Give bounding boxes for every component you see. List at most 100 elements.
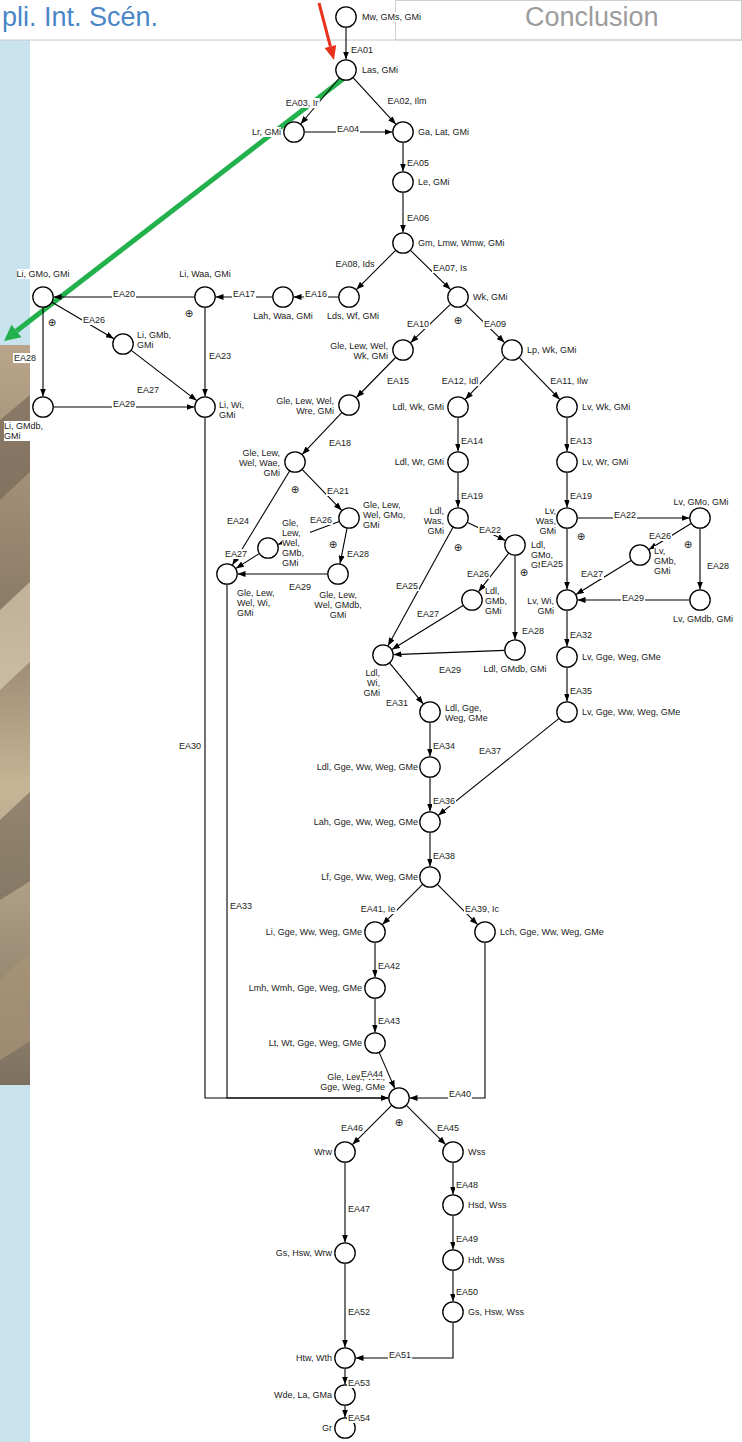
transition-arrow bbox=[356, 250, 395, 289]
transition-label: EA50 bbox=[455, 1287, 479, 1297]
state-label: Lah, Gge, Ww, Weg, GMe bbox=[314, 817, 418, 827]
transition-label: EA29 bbox=[112, 399, 136, 409]
photo-rock bbox=[0, 395, 32, 500]
state-circle bbox=[194, 286, 216, 308]
state-node: Lv, Gge, Ww, Weg, GMe bbox=[556, 701, 578, 723]
circle-outline bbox=[195, 287, 215, 307]
state-label: Lds, Wf, GMi bbox=[327, 311, 379, 321]
state-node: Gle, Lew, Wel, Wi, GMi bbox=[216, 563, 238, 585]
transition-label: EA29 bbox=[621, 593, 645, 603]
transition-arrow bbox=[429, 833, 430, 867]
circle-outline bbox=[443, 1250, 463, 1270]
state-node: Lds, Wf, GMi bbox=[338, 286, 360, 308]
state-circle bbox=[388, 1087, 410, 1109]
merge-symbol: ⊕ bbox=[520, 567, 528, 579]
transition-label: EA30 bbox=[178, 741, 202, 751]
merge-symbol: ⊕ bbox=[185, 308, 193, 320]
state-label: Lch, Gge, Ww, Weg, GMe bbox=[500, 927, 604, 937]
transition-label: EA27 bbox=[224, 549, 248, 559]
transition-arrow bbox=[429, 778, 430, 812]
circle-outline bbox=[284, 122, 304, 142]
circle-outline bbox=[393, 122, 413, 142]
state-node: Hsd, Wss bbox=[442, 1194, 464, 1216]
transition-label: EA23 bbox=[208, 351, 232, 361]
transition-arrow bbox=[410, 943, 486, 1099]
transition-label: EA34 bbox=[432, 741, 456, 751]
state-circle bbox=[327, 563, 349, 585]
transition-label: EA17 bbox=[232, 289, 256, 299]
state-circle bbox=[442, 1141, 464, 1163]
circle-outline bbox=[365, 922, 385, 942]
state-circle bbox=[442, 1194, 464, 1216]
circle-outline bbox=[339, 508, 359, 528]
transition-label: EA32 bbox=[569, 630, 593, 640]
transition-label: EA28 bbox=[706, 561, 730, 571]
state-node: Ldl, Wi, GMi bbox=[372, 644, 394, 666]
transition-label: EA18 bbox=[328, 438, 352, 448]
transition-label: EA08, Ids bbox=[334, 259, 375, 269]
state-label: Ga, Lat, GMi bbox=[418, 127, 469, 137]
transition-arrow bbox=[205, 418, 389, 1099]
state-label: Lv, Wk, GMi bbox=[582, 402, 630, 412]
state-circle bbox=[419, 866, 441, 888]
state-node: Las, GMi bbox=[335, 59, 357, 81]
photo-rock bbox=[0, 950, 32, 1060]
transition-arrow bbox=[345, 28, 346, 60]
transition-label: EA07, Is bbox=[432, 263, 468, 273]
state-label: Gle, Lew, Wel, Wi, GMi bbox=[237, 588, 283, 618]
transition-label: EA39, Ic bbox=[464, 904, 500, 914]
transition-label: EA04 bbox=[336, 124, 360, 134]
state-circle bbox=[447, 396, 469, 418]
transition-label: EA45 bbox=[436, 1123, 460, 1133]
transition-arrow bbox=[566, 529, 567, 590]
state-label: Li, GMb, GMi bbox=[137, 330, 179, 350]
state-label: Lah, Waa, GMi bbox=[253, 311, 313, 321]
state-node: Gle, Lew, Wel, GMdb, GMi bbox=[327, 563, 349, 585]
circle-outline bbox=[557, 647, 577, 667]
transition-label: EA47 bbox=[347, 1204, 371, 1214]
section-tab: pli. Int. Scén. bbox=[2, 3, 158, 32]
state-label: Gr bbox=[322, 1423, 332, 1433]
transition-label: EA22 bbox=[613, 510, 637, 520]
circle-outline bbox=[365, 978, 385, 998]
transition-arrow bbox=[438, 719, 559, 816]
state-label: Lp, Wk, GMi bbox=[527, 345, 577, 355]
state-label: Ldl, Wr, GMi bbox=[395, 457, 444, 467]
merge-symbol: ⊕ bbox=[454, 542, 462, 554]
state-label: Lv, GMdb, GMi bbox=[673, 614, 733, 624]
state-node: Li, Wi, GMi bbox=[194, 396, 216, 418]
state-node: Gs, Hsw, Wss bbox=[442, 1301, 464, 1323]
state-circle bbox=[334, 1141, 356, 1163]
transition-label: EA37 bbox=[478, 746, 502, 756]
state-node: Wss bbox=[442, 1141, 464, 1163]
state-node: Lah, Waa, GMi bbox=[272, 286, 294, 308]
state-label: Ldl, GMdb, GMi bbox=[483, 664, 546, 674]
state-label: Ldl, Was, GMi bbox=[416, 506, 444, 536]
state-node: Le, GMi bbox=[392, 171, 414, 193]
state-label: Lt, Wt, Gge, Weg, GMe bbox=[269, 1038, 362, 1048]
transition-arrow bbox=[514, 556, 515, 640]
circle-outline bbox=[373, 645, 393, 665]
circle-outline bbox=[273, 287, 293, 307]
transition-arrow bbox=[131, 350, 196, 400]
state-label: Las, GMi bbox=[362, 65, 398, 75]
transition-label: EA54 bbox=[347, 1413, 371, 1423]
circle-outline bbox=[502, 340, 522, 360]
transition-label: EA26 bbox=[309, 515, 333, 525]
state-node: Lv, Wi, GMi bbox=[556, 589, 578, 611]
state-node: Lah, Gge, Ww, Weg, GMe bbox=[419, 811, 441, 833]
state-node: Ldl, Gge, Weg, GMe bbox=[419, 701, 441, 723]
state-circle bbox=[372, 644, 394, 666]
state-label: Hdt, Wss bbox=[468, 1255, 505, 1265]
state-label: Li, Gge, Ww, Weg, GMe bbox=[266, 927, 362, 937]
circle-outline bbox=[335, 1348, 355, 1368]
merge-symbol: ⊕ bbox=[329, 539, 337, 551]
state-node: Li, Gge, Ww, Weg, GMe bbox=[364, 921, 386, 943]
transition-arrow bbox=[394, 650, 505, 654]
state-node: Hdt, Wss bbox=[442, 1249, 464, 1271]
state-node: Ldl, GMdb, GMi bbox=[504, 639, 526, 661]
state-circle bbox=[216, 563, 238, 585]
circle-outline bbox=[33, 287, 53, 307]
circle-outline bbox=[557, 508, 577, 528]
